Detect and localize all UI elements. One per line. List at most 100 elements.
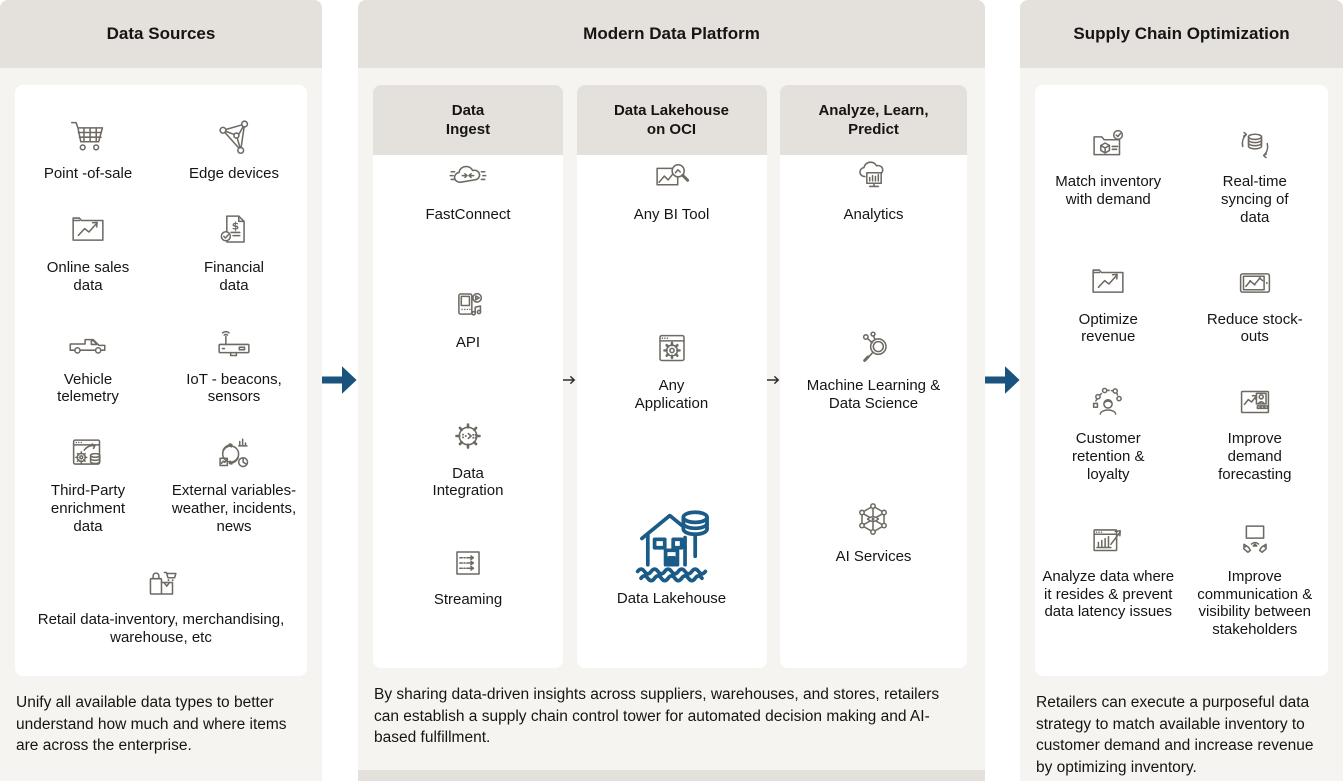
item-label: FastConnect bbox=[425, 206, 511, 223]
device-media-icon bbox=[458, 293, 483, 316]
svg-text:$: $ bbox=[232, 221, 239, 233]
image-magnifier-icon bbox=[656, 164, 690, 186]
opt-reduce-stockouts: Reduce stock-outs bbox=[1182, 260, 1329, 346]
database-sync-icon bbox=[1241, 132, 1269, 159]
stream-arrows-icon bbox=[456, 550, 480, 575]
item-label: Analyze data where it resides & prevent … bbox=[1042, 567, 1175, 621]
column-data-lakehouse: Data Lakehouse on OCI Any BI Tool bbox=[576, 85, 767, 668]
sources-row-4: Third-Party enrichment data External var… bbox=[15, 431, 307, 535]
platform-title: Modern Data Platform bbox=[583, 24, 760, 43]
optimization-row-3: Customer retention & loyalty Improve dem… bbox=[1035, 379, 1328, 483]
item-label: Third-Party enrichment data bbox=[50, 482, 126, 535]
analyze-header: Analyze, Learn, Predict bbox=[780, 85, 967, 155]
data-sources-description: Unify all available data types to better… bbox=[16, 694, 287, 755]
item-label: Online sales data bbox=[46, 259, 130, 294]
source-edge-devices: Edge devices bbox=[161, 114, 307, 183]
item-label: Retail data-inventory, merchandising, wa… bbox=[37, 611, 285, 647]
delivery-van-icon bbox=[69, 338, 106, 354]
data-lakehouse-title: Data Lakehouse on OCI bbox=[613, 101, 730, 139]
panel-supply-chain-optimization: Supply Chain Optimization Match inventor… bbox=[1020, 0, 1343, 781]
item-label: Customer retention & loyalty bbox=[1071, 430, 1145, 483]
bar-chart-growth-icon bbox=[1093, 529, 1122, 552]
opt-optimize-revenue: Optimize revenue bbox=[1035, 260, 1182, 346]
item-label: API bbox=[455, 334, 481, 352]
data-lakehouse-items: Any BI Tool Any Application bbox=[577, 155, 767, 668]
small-arrow-right-icon bbox=[563, 375, 576, 385]
item-label: Reduce stock-outs bbox=[1206, 310, 1303, 346]
opt-analyze-data: Analyze data where it resides & prevent … bbox=[1035, 517, 1182, 639]
edge-network-icon bbox=[219, 120, 249, 155]
item-label: Real-time syncing of data bbox=[1220, 173, 1289, 226]
sub-flow-gap-2 bbox=[766, 85, 781, 668]
optimization-row-2: Optimize revenue Reduce stock-outs bbox=[1035, 260, 1328, 346]
item-label: Any Application bbox=[634, 377, 709, 412]
source-point-of-sale: Point -of-sale bbox=[15, 114, 161, 183]
flow-gap-right bbox=[985, 0, 1020, 781]
source-financial-data: $ Financial data bbox=[161, 208, 307, 294]
data-lakehouse-header: Data Lakehouse on OCI bbox=[576, 85, 767, 155]
item-ai-services: AI Services bbox=[835, 497, 912, 668]
opt-match-inventory: Match inventory with demand bbox=[1035, 122, 1182, 226]
column-data-ingest: Data Ingest FastConnect bbox=[373, 85, 563, 668]
platform-body: Data Ingest FastConnect bbox=[373, 85, 970, 668]
item-label: Match inventory with demand bbox=[1055, 173, 1162, 209]
item-label: Data Integration bbox=[432, 464, 504, 500]
folder-chart-icon bbox=[72, 217, 104, 241]
item-label: Optimize revenue bbox=[1078, 310, 1138, 346]
platform-footer-strip bbox=[358, 770, 985, 781]
source-vehicle-telemetry: Vehicle telemetry bbox=[15, 320, 161, 406]
sources-row-3: Vehicle telemetry IoT - beacons, sensors bbox=[15, 320, 307, 406]
sources-row-2: Online sales data $ Financial data bbox=[15, 208, 307, 294]
item-label: AI Services bbox=[835, 548, 912, 565]
analyze-title: Analyze, Learn, Predict bbox=[818, 101, 929, 139]
column-analyze-learn-predict: Analyze, Learn, Predict Analytics bbox=[780, 85, 967, 668]
source-iot: IoT - beacons, sensors bbox=[161, 320, 307, 406]
optimization-header: Supply Chain Optimization bbox=[1020, 0, 1343, 68]
item-label: Analytics bbox=[843, 206, 904, 223]
data-ingest-header: Data Ingest bbox=[373, 85, 563, 155]
opt-demand-forecasting: Improve demand forecasting bbox=[1182, 379, 1329, 483]
item-label: Financial data bbox=[203, 259, 265, 294]
source-third-party: Third-Party enrichment data bbox=[15, 431, 161, 535]
tablet-trend-icon bbox=[1239, 272, 1270, 293]
platform-description: By sharing data-driven insights across s… bbox=[374, 686, 940, 747]
item-label: IoT - beacons, sensors bbox=[186, 370, 282, 406]
source-online-sales: Online sales data bbox=[15, 208, 161, 294]
panel-modern-data-platform: Modern Data Platform Data Ingest FastCon… bbox=[358, 0, 985, 781]
sub-flow-gap-1 bbox=[563, 85, 577, 668]
item-label: External variables- weather, incidents, … bbox=[171, 482, 297, 535]
data-sources-title: Data Sources bbox=[106, 24, 216, 43]
folder-chart-icon bbox=[1092, 269, 1124, 293]
panel-data-sources: Data Sources Point -of-sale bbox=[0, 0, 322, 781]
small-arrow-right-icon bbox=[766, 375, 779, 385]
item-label: Edge devices bbox=[188, 165, 280, 183]
source-retail-data: Retail data-inventory, merchandising, wa… bbox=[15, 560, 307, 646]
shopping-bags-icon bbox=[149, 572, 177, 596]
customer-network-icon bbox=[1093, 388, 1123, 416]
item-label: Machine Learning & Data Science bbox=[806, 377, 941, 412]
flow-arrow-right-icon bbox=[985, 366, 1020, 394]
opt-customer-retention: Customer retention & loyalty bbox=[1035, 379, 1182, 483]
item-label: Data Lakehouse bbox=[616, 590, 727, 607]
shopping-cart-icon bbox=[70, 122, 104, 151]
item-label: Point -of-sale bbox=[43, 165, 133, 183]
item-streaming: Streaming bbox=[434, 540, 502, 668]
item-analytics: Analytics bbox=[843, 155, 904, 326]
flow-arrow-right-icon bbox=[322, 366, 357, 394]
optimization-description: Retailers can execute a purposeful data … bbox=[1036, 694, 1314, 777]
sources-row-5: Retail data-inventory, merchandising, wa… bbox=[15, 560, 307, 646]
data-sources-card: Point -of-sale Edge devices Online bbox=[15, 85, 307, 676]
item-label: Streaming bbox=[433, 590, 503, 608]
analyze-items: Analytics Machine Learning & Data Scienc… bbox=[780, 155, 967, 668]
item-label: Any BI Tool bbox=[633, 206, 710, 223]
financial-document-icon: $ bbox=[220, 215, 245, 243]
folder-package-check-icon bbox=[1093, 130, 1124, 156]
globe-charts-icon bbox=[219, 438, 249, 468]
optimization-title: Supply Chain Optimization bbox=[1073, 24, 1290, 43]
item-label: Vehicle telemetry bbox=[57, 370, 119, 406]
window-gear-icon bbox=[658, 334, 685, 362]
platform-header: Modern Data Platform bbox=[358, 0, 985, 68]
item-ml-ds: Machine Learning & Data Science bbox=[796, 326, 951, 497]
item-any-application: Any Application bbox=[622, 326, 722, 497]
